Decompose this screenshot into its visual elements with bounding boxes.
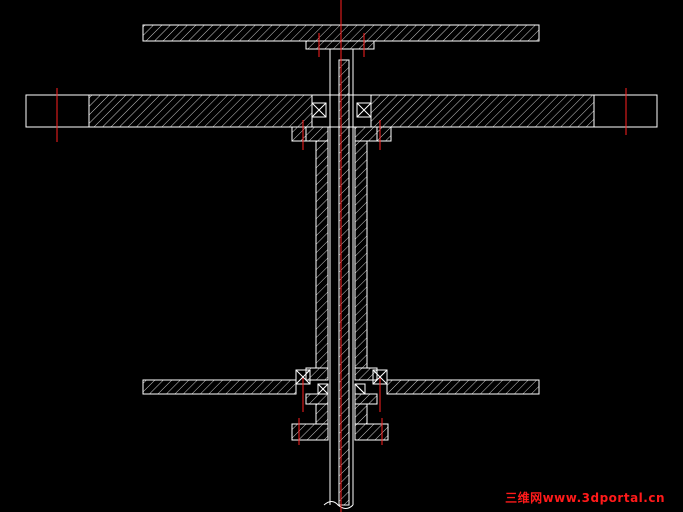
center-shaft [323,49,354,509]
vertical-centerline [298,0,383,512]
bearing-upper-left [311,102,327,118]
hub-bottom-left [291,393,329,441]
bearing-upper-right [356,102,372,118]
hub-bottom-right [354,393,389,441]
hollow-shaft-housing [291,126,392,381]
site-watermark: 三维网www.3dportal.cn [505,491,665,505]
bottom-flange-plate [142,379,540,395]
